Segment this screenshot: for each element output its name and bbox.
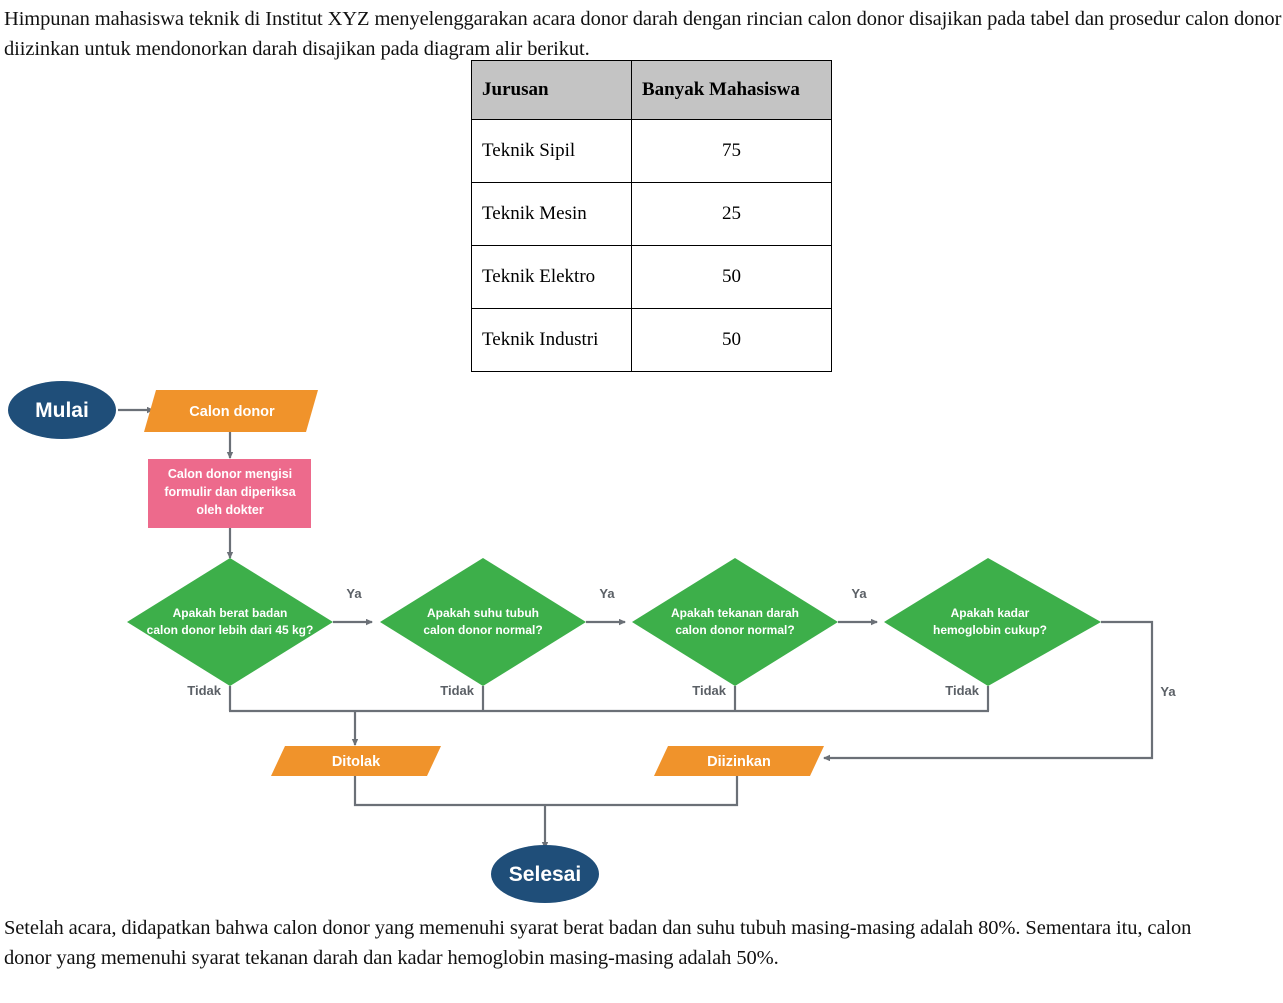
connector-rejected-to-end bbox=[353, 776, 545, 807]
decision1-diamond-shape bbox=[127, 558, 333, 686]
edge-label-tidak-3: Tidak bbox=[692, 683, 726, 698]
table-cell-count: 50 bbox=[631, 308, 832, 372]
node-decision-temperature[interactable]: Apakah suhu tubuh calon donor normal? bbox=[380, 558, 586, 686]
table-cell-major: Teknik Sipil bbox=[471, 119, 632, 183]
node-allowed[interactable]: Diizinkan bbox=[654, 746, 824, 776]
table-cell-major: Teknik Mesin bbox=[471, 182, 632, 246]
candidate-label: Calon donor bbox=[189, 404, 275, 420]
table-cell-count: 75 bbox=[631, 119, 832, 183]
decision3-diamond-shape bbox=[632, 558, 838, 686]
node-candidate[interactable]: Calon donor bbox=[144, 390, 318, 432]
allowed-label: Diizinkan bbox=[707, 754, 771, 770]
edge-label-tidak-2: Tidak bbox=[440, 683, 474, 698]
table-cell-major: Teknik Industri bbox=[471, 308, 632, 372]
table-header-row: Jurusan Banyak Mahasiswa bbox=[471, 60, 832, 120]
connector-allowed-to-end bbox=[545, 776, 739, 807]
edge-label-ya-4: Ya bbox=[1160, 684, 1176, 699]
table-cell-count: 50 bbox=[631, 245, 832, 309]
connector-decision4-ya-to-allowed bbox=[823, 620, 1154, 762]
node-end[interactable]: Selesai bbox=[491, 845, 599, 903]
end-label: Selesai bbox=[509, 863, 581, 886]
table-cell-count: 25 bbox=[631, 182, 832, 246]
table-row: Teknik Mesin 25 bbox=[471, 182, 832, 246]
process-label-line2: formulir dan diperiksa bbox=[164, 485, 296, 499]
table-row: Teknik Industri 50 bbox=[471, 308, 832, 372]
rejected-label: Ditolak bbox=[332, 754, 381, 770]
node-start[interactable]: Mulai bbox=[8, 381, 116, 439]
start-label: Mulai bbox=[35, 399, 89, 422]
table-row: Teknik Elektro 50 bbox=[471, 245, 832, 309]
intro-paragraph: Himpunan mahasiswa teknik di Institut XY… bbox=[4, 8, 1282, 60]
table-header-count: Banyak Mahasiswa bbox=[631, 60, 832, 120]
table-row: Teknik Sipil 75 bbox=[471, 119, 832, 183]
closing-paragraph: Setelah acara, didapatkan bahwa calon do… bbox=[4, 917, 1192, 969]
decision3-label-line2: calon donor normal? bbox=[675, 623, 794, 637]
decision4-diamond-shape bbox=[884, 558, 1101, 686]
allowed-parallelogram-shape bbox=[654, 746, 824, 776]
majors-table: Jurusan Banyak Mahasiswa Teknik Sipil 75… bbox=[471, 60, 832, 372]
rejected-parallelogram-shape bbox=[271, 746, 441, 776]
table-header-major: Jurusan bbox=[471, 60, 632, 120]
edge-label-tidak-4: Tidak bbox=[945, 683, 979, 698]
process-label-line3: oleh dokter bbox=[196, 503, 264, 517]
decision2-diamond-shape bbox=[380, 558, 586, 686]
edge-label-ya-2: Ya bbox=[599, 586, 615, 601]
decision4-label-line1: Apakah kadar bbox=[951, 606, 1030, 620]
node-decision-hemoglobin[interactable]: Apakah kadar hemoglobin cukup? bbox=[884, 558, 1101, 686]
table-cell-major: Teknik Elektro bbox=[471, 245, 632, 309]
decision3-label-line1: Apakah tekanan darah bbox=[671, 606, 799, 620]
decision2-label-line2: calon donor normal? bbox=[423, 623, 542, 637]
node-decision-weight[interactable]: Apakah berat badan calon donor lebih dar… bbox=[127, 558, 333, 686]
end-terminator-shape bbox=[491, 845, 599, 903]
edge-label-ya-1: Ya bbox=[346, 586, 362, 601]
decision1-label-line2: calon donor lebih dari 45 kg? bbox=[147, 623, 314, 637]
decision1-label-line1: Apakah berat badan bbox=[173, 606, 288, 620]
edge-label-ya-3: Ya bbox=[851, 586, 867, 601]
node-rejected[interactable]: Ditolak bbox=[271, 746, 441, 776]
decision4-label-line2: hemoglobin cukup? bbox=[933, 623, 1047, 637]
start-terminator-shape bbox=[8, 381, 116, 439]
node-fill-form-process[interactable]: Calon donor mengisi formulir dan diperik… bbox=[148, 459, 311, 528]
node-decision-blood-pressure[interactable]: Apakah tekanan darah calon donor normal? bbox=[632, 558, 838, 686]
candidate-parallelogram-shape bbox=[144, 390, 318, 432]
decision2-label-line1: Apakah suhu tubuh bbox=[427, 606, 539, 620]
process-label-line1: Calon donor mengisi bbox=[168, 467, 292, 481]
donor-procedure-flowchart: Mulai Calon donor Calon donor mengisi fo… bbox=[0, 370, 1283, 905]
process-rect-shape bbox=[148, 459, 311, 528]
edge-label-tidak-1: Tidak bbox=[187, 683, 221, 698]
